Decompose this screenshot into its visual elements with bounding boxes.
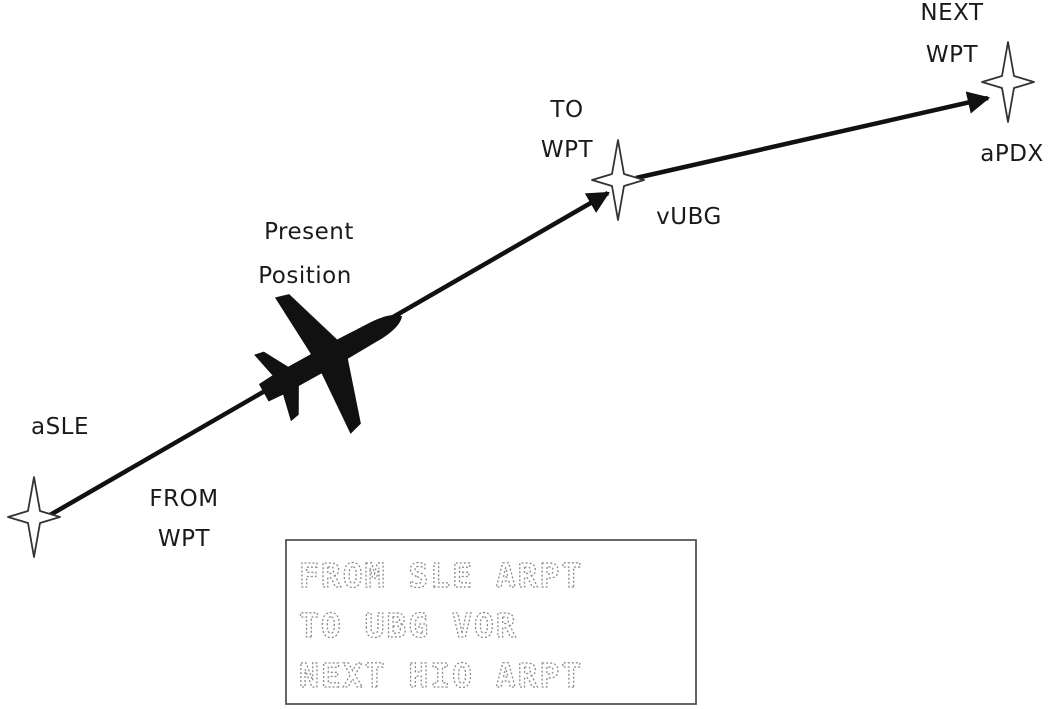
from-waypoint-code: aSLE xyxy=(31,414,89,440)
next-waypoint-role-line2: WPT xyxy=(926,42,979,68)
cdu-line-1: FROM SLE ARPT xyxy=(299,556,583,595)
next-waypoint-code: aPDX xyxy=(980,141,1043,167)
cdu-line-3: NEXT HIO ARPT xyxy=(299,656,583,695)
present-position-label-line1: Present xyxy=(264,219,354,245)
cdu-line-2: TO UBG VOR xyxy=(299,606,518,645)
from-waypoint-role-line2: WPT xyxy=(158,526,211,552)
to-waypoint-star-icon xyxy=(591,139,645,221)
from-waypoint-star-icon xyxy=(7,476,61,558)
from-waypoint-role-line1: FROM xyxy=(149,486,218,512)
to-waypoint-role-line2: WPT xyxy=(541,137,594,163)
cdu-display: FROM SLE ARPT TO UBG VOR NEXT HIO ARPT xyxy=(285,539,697,705)
to-waypoint-code: vUBG xyxy=(656,204,722,230)
present-position-label-line2: Position xyxy=(258,263,352,289)
next-waypoint-role-line1: NEXT xyxy=(920,0,984,26)
aircraft-icon xyxy=(254,294,402,434)
leg-line-to-next xyxy=(635,91,991,181)
to-waypoint-role-line1: TO xyxy=(549,97,583,123)
cdu-display-frame xyxy=(285,539,697,705)
next-waypoint-star-icon xyxy=(981,41,1035,123)
